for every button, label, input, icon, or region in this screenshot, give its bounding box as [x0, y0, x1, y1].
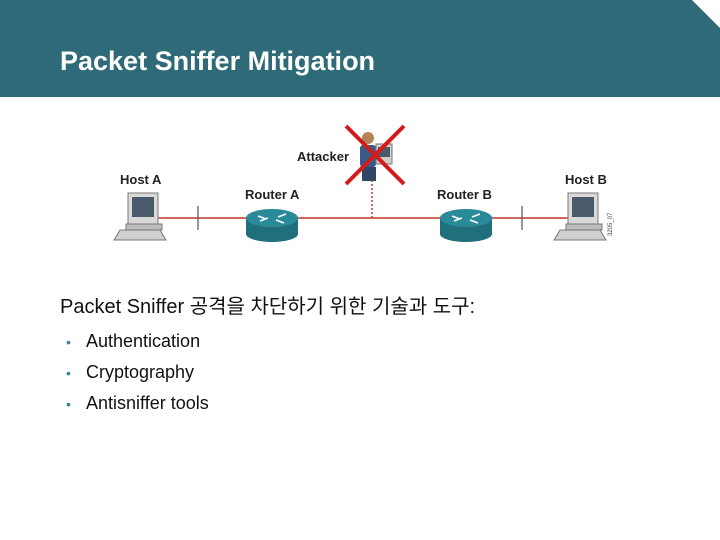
- slide-title: Packet Sniffer Mitigation: [60, 46, 375, 77]
- host-b-label: Host B: [565, 172, 607, 187]
- router-a-label: Router A: [245, 187, 299, 202]
- bullet-icon: •: [66, 396, 86, 412]
- router-a-icon: [246, 209, 298, 242]
- network-diagram: Host A Host B Router A Router B Attacker…: [100, 118, 620, 258]
- host-a-label: Host A: [120, 172, 161, 187]
- list-item: •Authentication: [66, 326, 209, 357]
- list-item: •Antisniffer tools: [66, 388, 209, 419]
- corner-decoration: [692, 0, 720, 28]
- intro-text: Packet Sniffer 공격을 차단하기 위한 기술과 도구:: [60, 290, 475, 319]
- network-diagram-svg: [100, 118, 620, 258]
- bullet-icon: •: [66, 334, 86, 350]
- network-link: [158, 206, 578, 230]
- title-bar: Packet Sniffer Mitigation: [0, 0, 720, 97]
- list-item: •Cryptography: [66, 357, 209, 388]
- router-b-label: Router B: [437, 187, 492, 202]
- bullet-text: Cryptography: [86, 362, 194, 383]
- bullet-text: Authentication: [86, 331, 200, 352]
- host-a-computer-icon: [114, 193, 166, 240]
- bullet-icon: •: [66, 365, 86, 381]
- router-b-icon: [440, 209, 492, 242]
- bullet-text: Antisniffer tools: [86, 393, 209, 414]
- host-b-computer-icon: [554, 193, 606, 240]
- attacker-label: Attacker: [297, 149, 349, 164]
- bullet-list: •Authentication •Cryptography •Antisniff…: [66, 326, 209, 419]
- figure-code: 3205_07: [608, 213, 614, 236]
